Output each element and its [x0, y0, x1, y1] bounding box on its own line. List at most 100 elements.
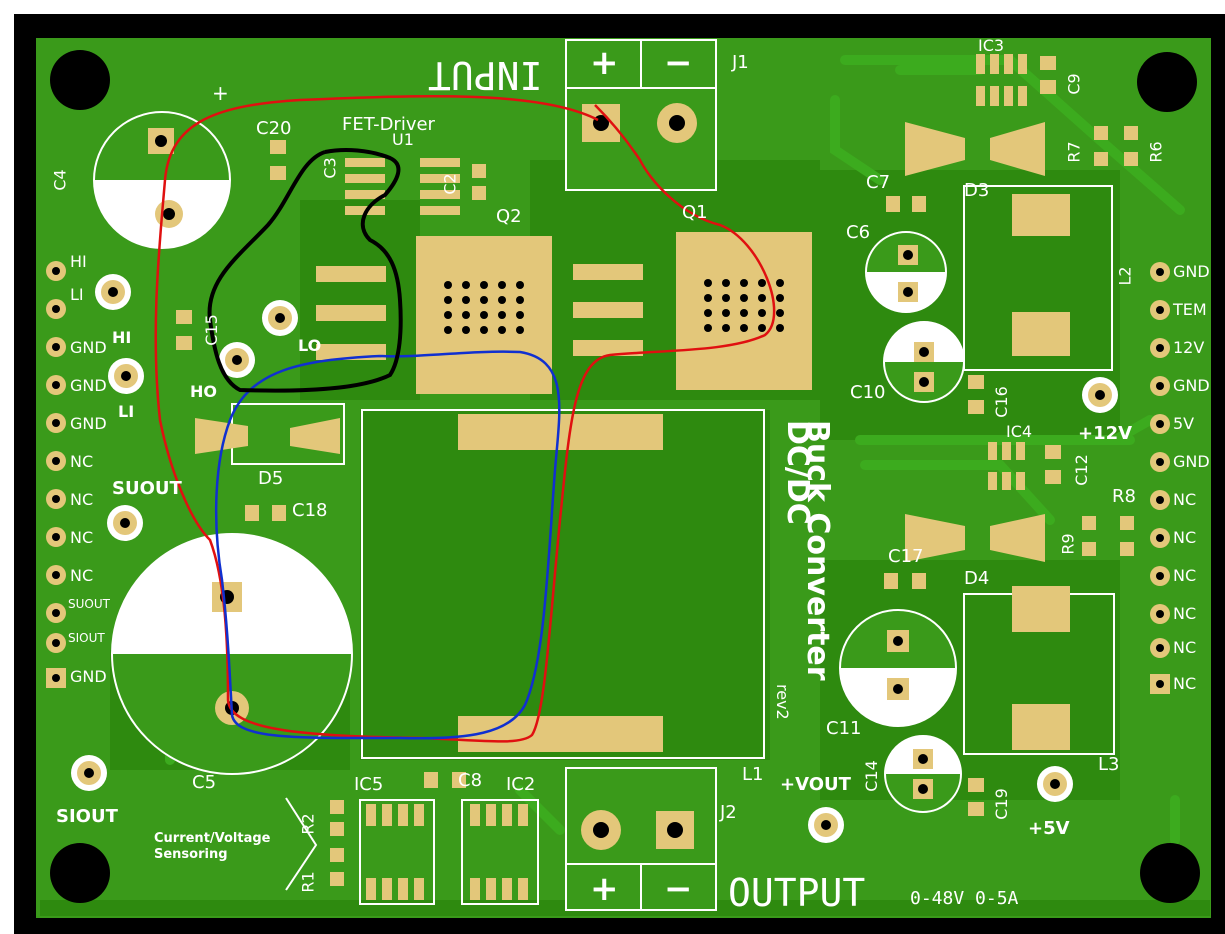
right-pin-header — [1150, 262, 1170, 694]
left-pin-label: GND — [70, 667, 107, 686]
right-pin-label: GND — [1173, 262, 1210, 281]
j1-plus-label: + — [590, 43, 619, 83]
designator-d3: D3 — [964, 180, 990, 201]
right-pin-label: NC — [1173, 490, 1197, 509]
j2-plus-label: + — [590, 869, 619, 909]
sense-arrow — [285, 797, 318, 891]
designator-r2: R2 — [298, 813, 318, 835]
capacitor-c10 — [883, 321, 965, 403]
designator-c16: C16 — [991, 386, 1011, 418]
right-pin-label: TEM — [1173, 300, 1207, 319]
designator-c7: C7 — [866, 172, 891, 193]
designator-c19: C19 — [991, 788, 1011, 820]
testpoint-5v-label: +5V — [1028, 818, 1070, 839]
left-pin-label: GND — [70, 376, 107, 395]
blue-trace — [214, 350, 561, 740]
left-pin-header — [46, 261, 66, 688]
j1-minus-label: − — [664, 43, 693, 83]
designator-c5: C5 — [192, 772, 217, 793]
left-pin-label: NC — [70, 528, 94, 547]
left-pin-label: HI — [70, 252, 87, 271]
tracks — [165, 55, 1185, 845]
small-caps — [176, 56, 1138, 886]
diode-d4 — [905, 514, 1045, 562]
svg-text:+: + — [212, 81, 229, 105]
right-pin-label: NC — [1173, 674, 1197, 693]
designator-r7: R7 — [1064, 141, 1084, 163]
designator-d4: D4 — [964, 568, 990, 589]
left-pin-label: NC — [70, 566, 94, 585]
inductor-l2 — [963, 185, 1113, 371]
testpoint-siout-label: SIOUT — [56, 806, 118, 827]
designator-l2: L2 — [1115, 266, 1135, 286]
designator-ic5: IC5 — [354, 774, 384, 795]
testpoint-lo-label: LO — [298, 336, 322, 355]
designator-c17: C17 — [888, 546, 924, 567]
designator-c6: C6 — [846, 222, 871, 243]
capacitor-c11 — [839, 609, 957, 727]
designator-c20: C20 — [256, 118, 292, 139]
designator-c8: C8 — [458, 770, 483, 791]
input-label: INPUT — [428, 53, 543, 97]
designator-c11: C11 — [826, 718, 862, 739]
designator-fet-driver: FET-Driver — [342, 114, 435, 135]
inductor-l1 — [361, 409, 765, 759]
designator-d5: D5 — [258, 468, 284, 489]
j1-label: J1 — [732, 52, 749, 73]
mosfet-q1 — [573, 232, 812, 390]
left-pin-label: SIOUT — [68, 631, 105, 645]
right-pin-label: NC — [1173, 604, 1197, 623]
capacitor-c14 — [884, 735, 962, 813]
j2-minus-label: − — [664, 869, 693, 909]
testpoint-vout-label: +VOUT — [780, 774, 851, 795]
left-pin-label: NC — [70, 490, 94, 509]
testpoint-ho-label: HO — [190, 382, 217, 401]
board-revision: rev2 — [773, 684, 792, 720]
output-spec: 0-48V 0-5A — [910, 888, 1019, 909]
designator-c10: C10 — [850, 382, 886, 403]
right-pin-label: NC — [1173, 638, 1197, 657]
left-pin-label: GND — [70, 414, 107, 433]
output-label: OUTPUT — [728, 871, 866, 915]
capacitor-c6 — [865, 231, 947, 313]
right-pin-label: 12V — [1173, 338, 1205, 357]
board-title-line2: Buck Converter — [800, 420, 835, 681]
designator-r9: R9 — [1058, 533, 1078, 555]
diode-d3 — [905, 122, 1045, 176]
ic2 — [461, 799, 539, 905]
ic4 — [988, 442, 1025, 490]
testpoint-hi-label: HI — [112, 328, 132, 347]
inductor-l3 — [963, 586, 1115, 755]
designator-ic2: IC2 — [506, 774, 536, 795]
right-pin-label: NC — [1173, 566, 1197, 585]
designator-r6: R6 — [1146, 141, 1166, 163]
mosfet-q2 — [316, 236, 552, 394]
ic5 — [359, 799, 435, 905]
designator-q2: Q2 — [496, 206, 522, 227]
left-pin-label: SUOUT — [68, 597, 110, 611]
designator-l1: L1 — [742, 764, 764, 785]
designator-c15: C15 — [201, 314, 221, 346]
designator-l3: L3 — [1098, 754, 1120, 775]
right-pin-label: GND — [1173, 376, 1210, 395]
designator-ic4: IC4 — [1006, 422, 1033, 441]
left-pin-label: GND — [70, 338, 107, 357]
designator-r1: R1 — [298, 871, 318, 893]
designator-q1: Q1 — [682, 202, 708, 223]
testpoint-12v-label: +12V — [1078, 423, 1133, 444]
designator-c9: C9 — [1064, 73, 1084, 95]
sensing-note-line1: Current/Voltage — [154, 831, 271, 846]
designator-c4: C4 — [50, 169, 70, 191]
designator-ic3: IC3 — [978, 36, 1005, 55]
terminal-j1 — [565, 39, 717, 191]
left-pin-label: NC — [70, 452, 94, 471]
right-pin-label: 5V — [1173, 414, 1195, 433]
right-pin-label: GND — [1173, 452, 1210, 471]
designator-r8: R8 — [1112, 486, 1136, 507]
designator-u1: U1 — [392, 130, 414, 149]
designator-c12: C12 — [1071, 454, 1091, 486]
designator-c3: C3 — [320, 157, 340, 179]
left-pin-label: LI — [70, 285, 84, 304]
diode-d5 — [195, 403, 345, 465]
